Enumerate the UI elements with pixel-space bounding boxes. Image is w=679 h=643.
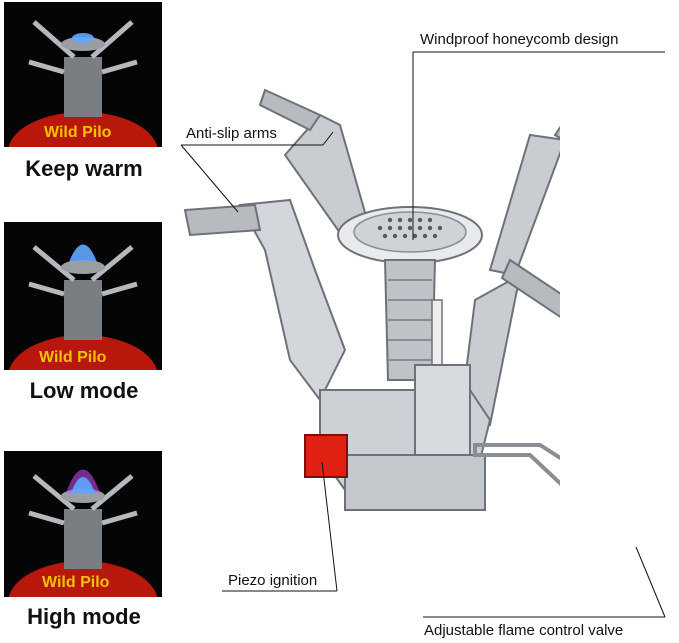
low-mode-label: Low mode [29, 378, 139, 403]
honeycomb-callout: Windproof honeycomb design [420, 31, 619, 48]
low-mode-photo: Wild Pilo [4, 222, 162, 370]
piezo-igniter-button [304, 434, 348, 478]
high-mode-photo: Wild Pilo [4, 451, 162, 597]
canister-brand-text: Wild Pilo [42, 574, 110, 591]
camping-stove-illustration [183, 88, 560, 511]
keep-warm-photo: Wild Pilo [4, 2, 162, 147]
stove-flame-photo: Wild Pilo [9, 244, 157, 370]
stove-flame-photo: Wild Pilo [8, 469, 158, 597]
piezo-ignition-callout: Piezo ignition [228, 572, 318, 589]
canister-brand-text: Wild Pilo [39, 349, 107, 366]
keep-warm-label: Keep warm [25, 156, 143, 181]
canister-brand-text: Wild Pilo [44, 124, 112, 141]
stove-flame-photo: Wild Pilo [8, 20, 158, 147]
flame-control-valve-handle [473, 443, 560, 486]
anti-slip-arms-callout: Anti-slip arms [186, 125, 277, 142]
flame-control-valve-callout: Adjustable flame control valve [424, 622, 624, 639]
honeycomb-burner [377, 217, 443, 239]
high-mode-label: High mode [27, 604, 141, 629]
